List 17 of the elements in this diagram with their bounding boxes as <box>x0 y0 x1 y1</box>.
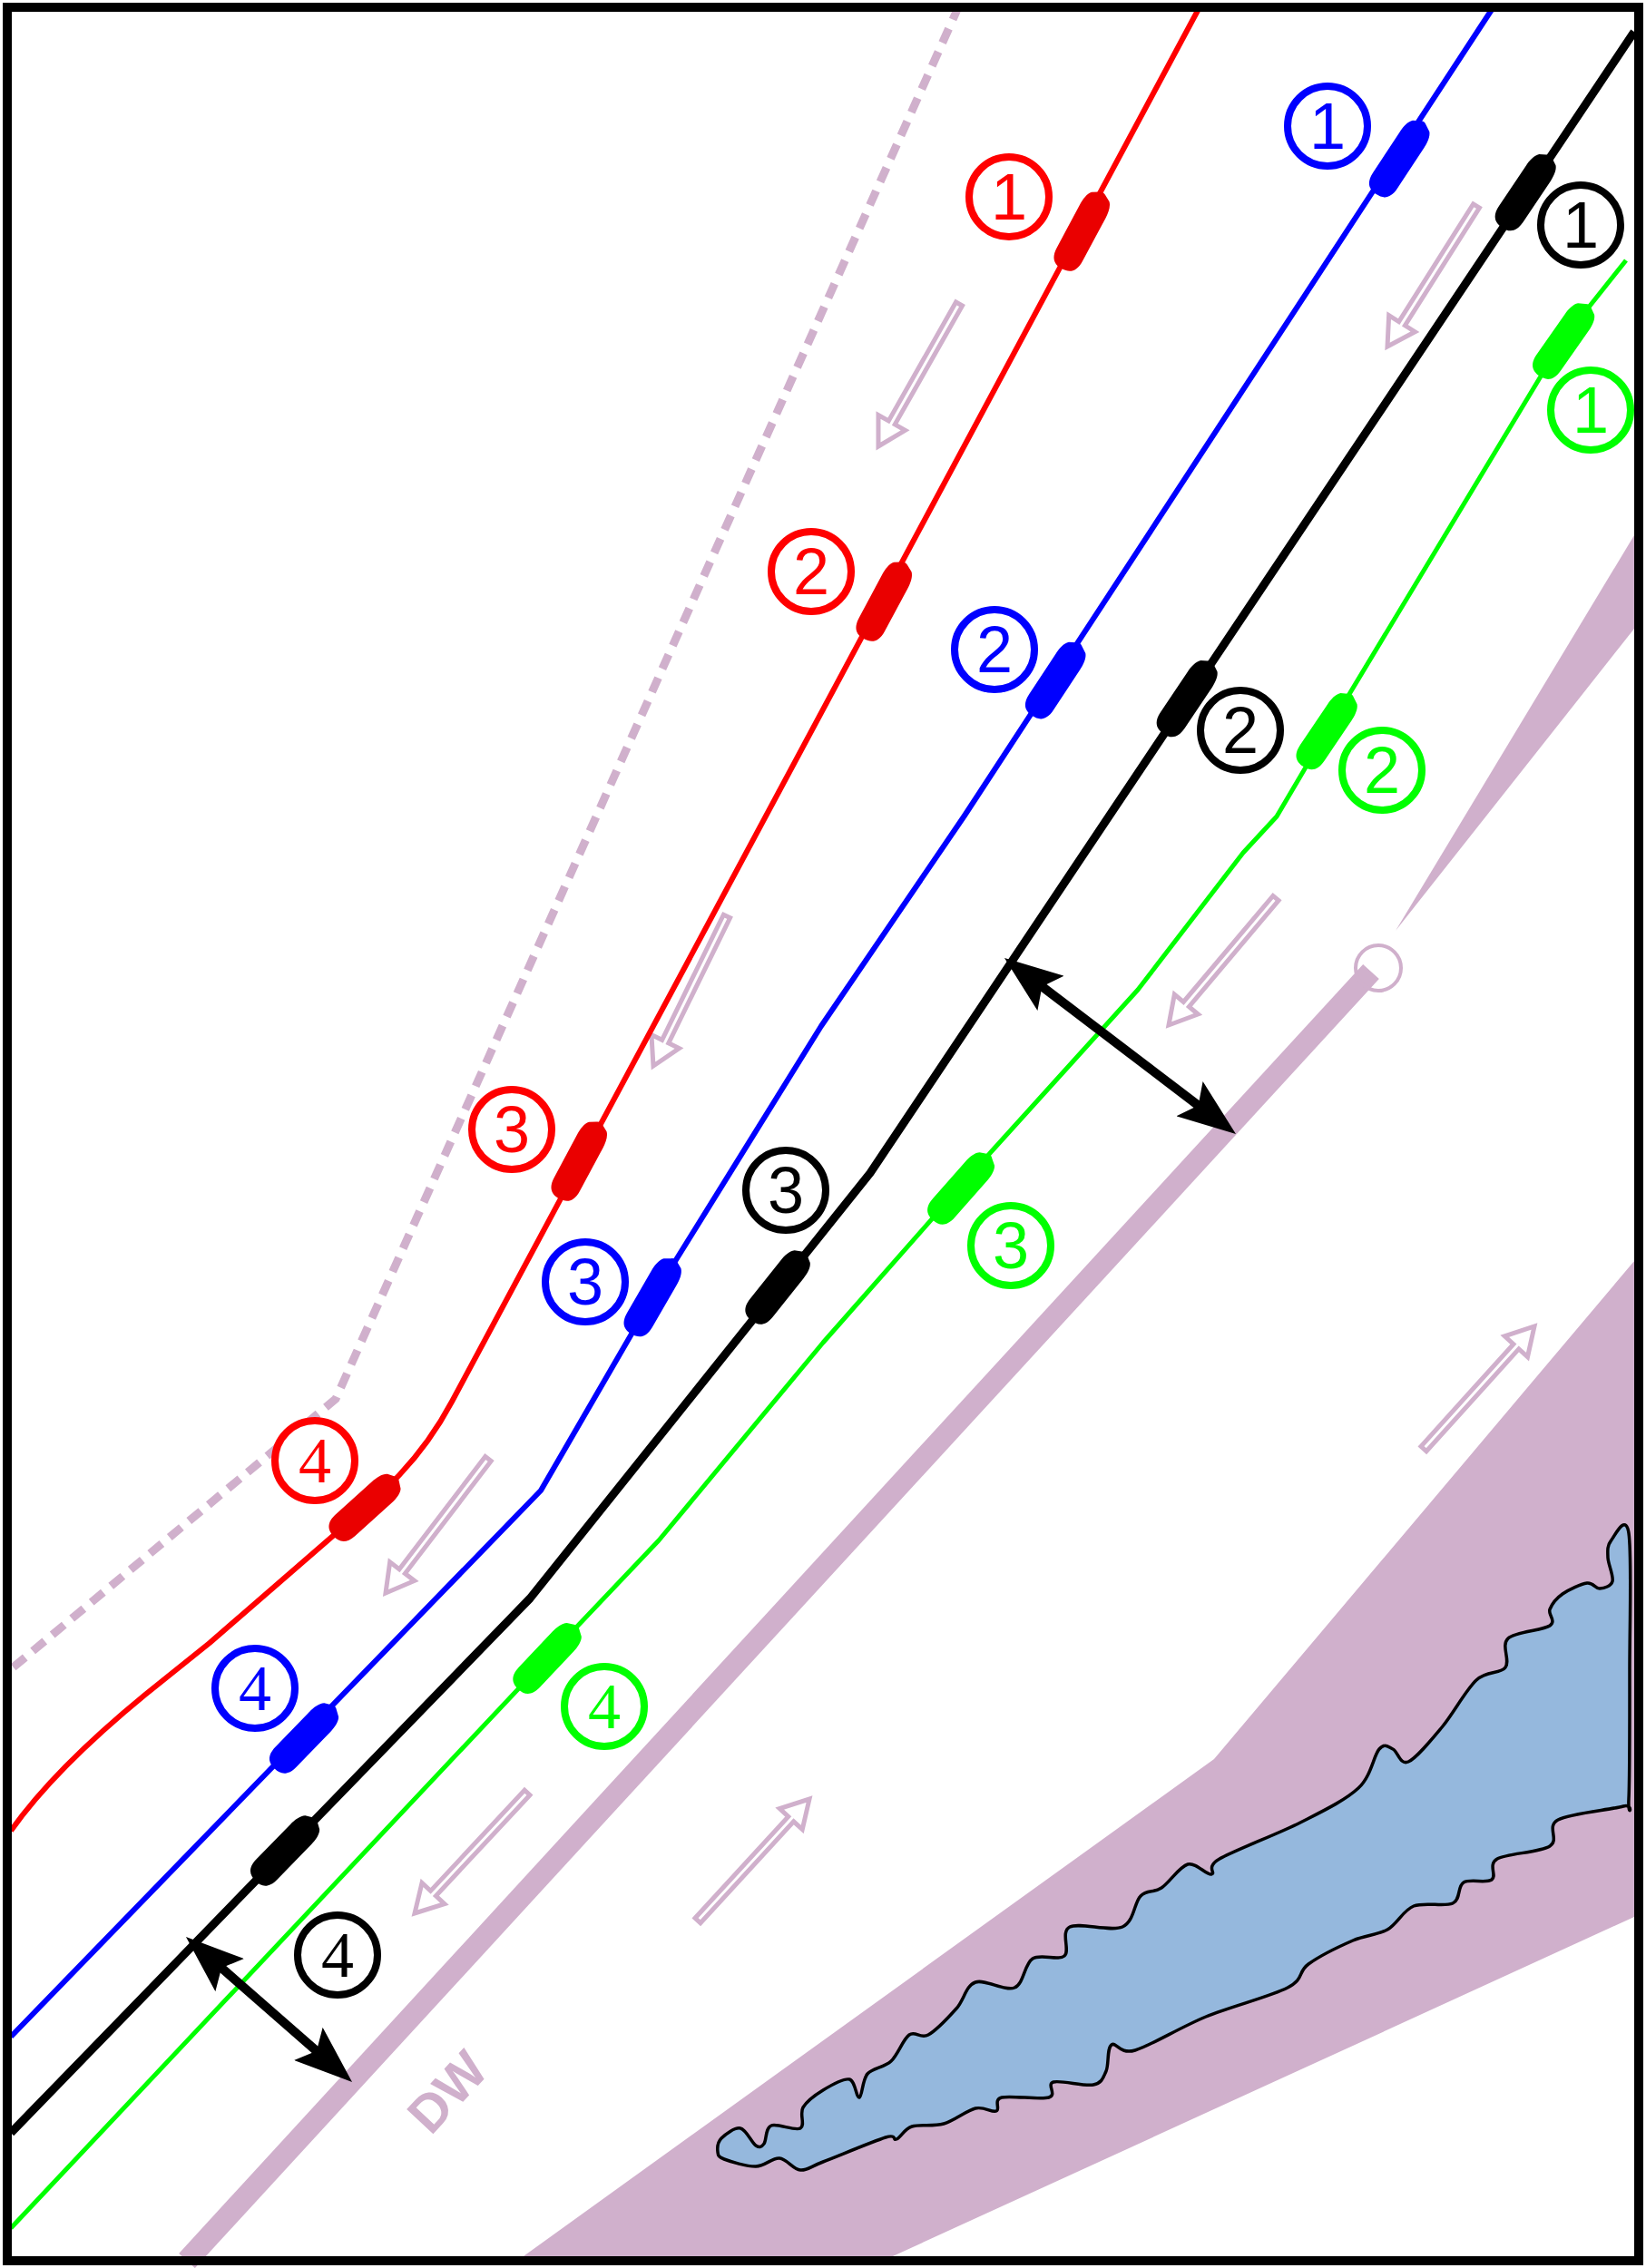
callout-number: 1 <box>1284 83 1371 170</box>
callout-number: 3 <box>967 1202 1054 1289</box>
zone-label: DW <box>397 2041 497 2143</box>
callout-number: 4 <box>271 1417 358 1504</box>
callout-number: 4 <box>561 1663 648 1750</box>
callout-number: 2 <box>951 606 1038 693</box>
callout-number: 4 <box>294 1911 381 1999</box>
callout-number: 2 <box>1197 687 1284 774</box>
callout-number: 1 <box>1537 181 1624 269</box>
callout-number: 3 <box>542 1238 629 1325</box>
callout-number: 1 <box>1547 367 1634 454</box>
callout-number: 1 <box>965 153 1053 240</box>
callout-number: 4 <box>211 1645 299 1732</box>
callout-number: 3 <box>468 1086 555 1173</box>
callout-number: 3 <box>742 1147 829 1234</box>
callout-number: 2 <box>1338 727 1426 814</box>
callout-number: 2 <box>768 528 855 615</box>
